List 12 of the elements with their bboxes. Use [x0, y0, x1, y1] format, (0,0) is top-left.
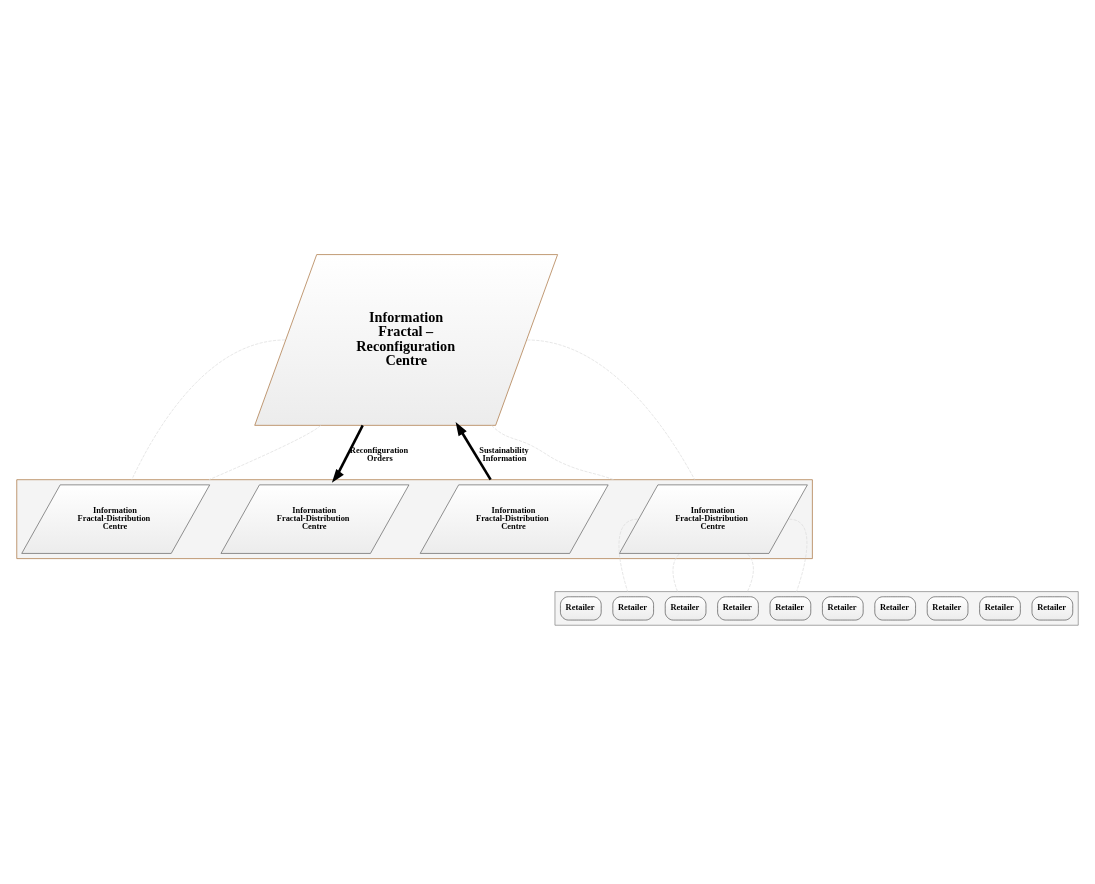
cluster: [16, 478, 813, 559]
connector: [788, 518, 808, 592]
connector: [131, 339, 286, 480]
connector: [491, 424, 615, 480]
connector: [747, 553, 754, 592]
arrow: [331, 424, 364, 483]
arrow: [455, 421, 492, 480]
connector: [672, 553, 680, 592]
connector: [618, 518, 639, 592]
cluster: [554, 590, 1079, 626]
connector: [208, 424, 322, 480]
connector: [526, 339, 696, 480]
